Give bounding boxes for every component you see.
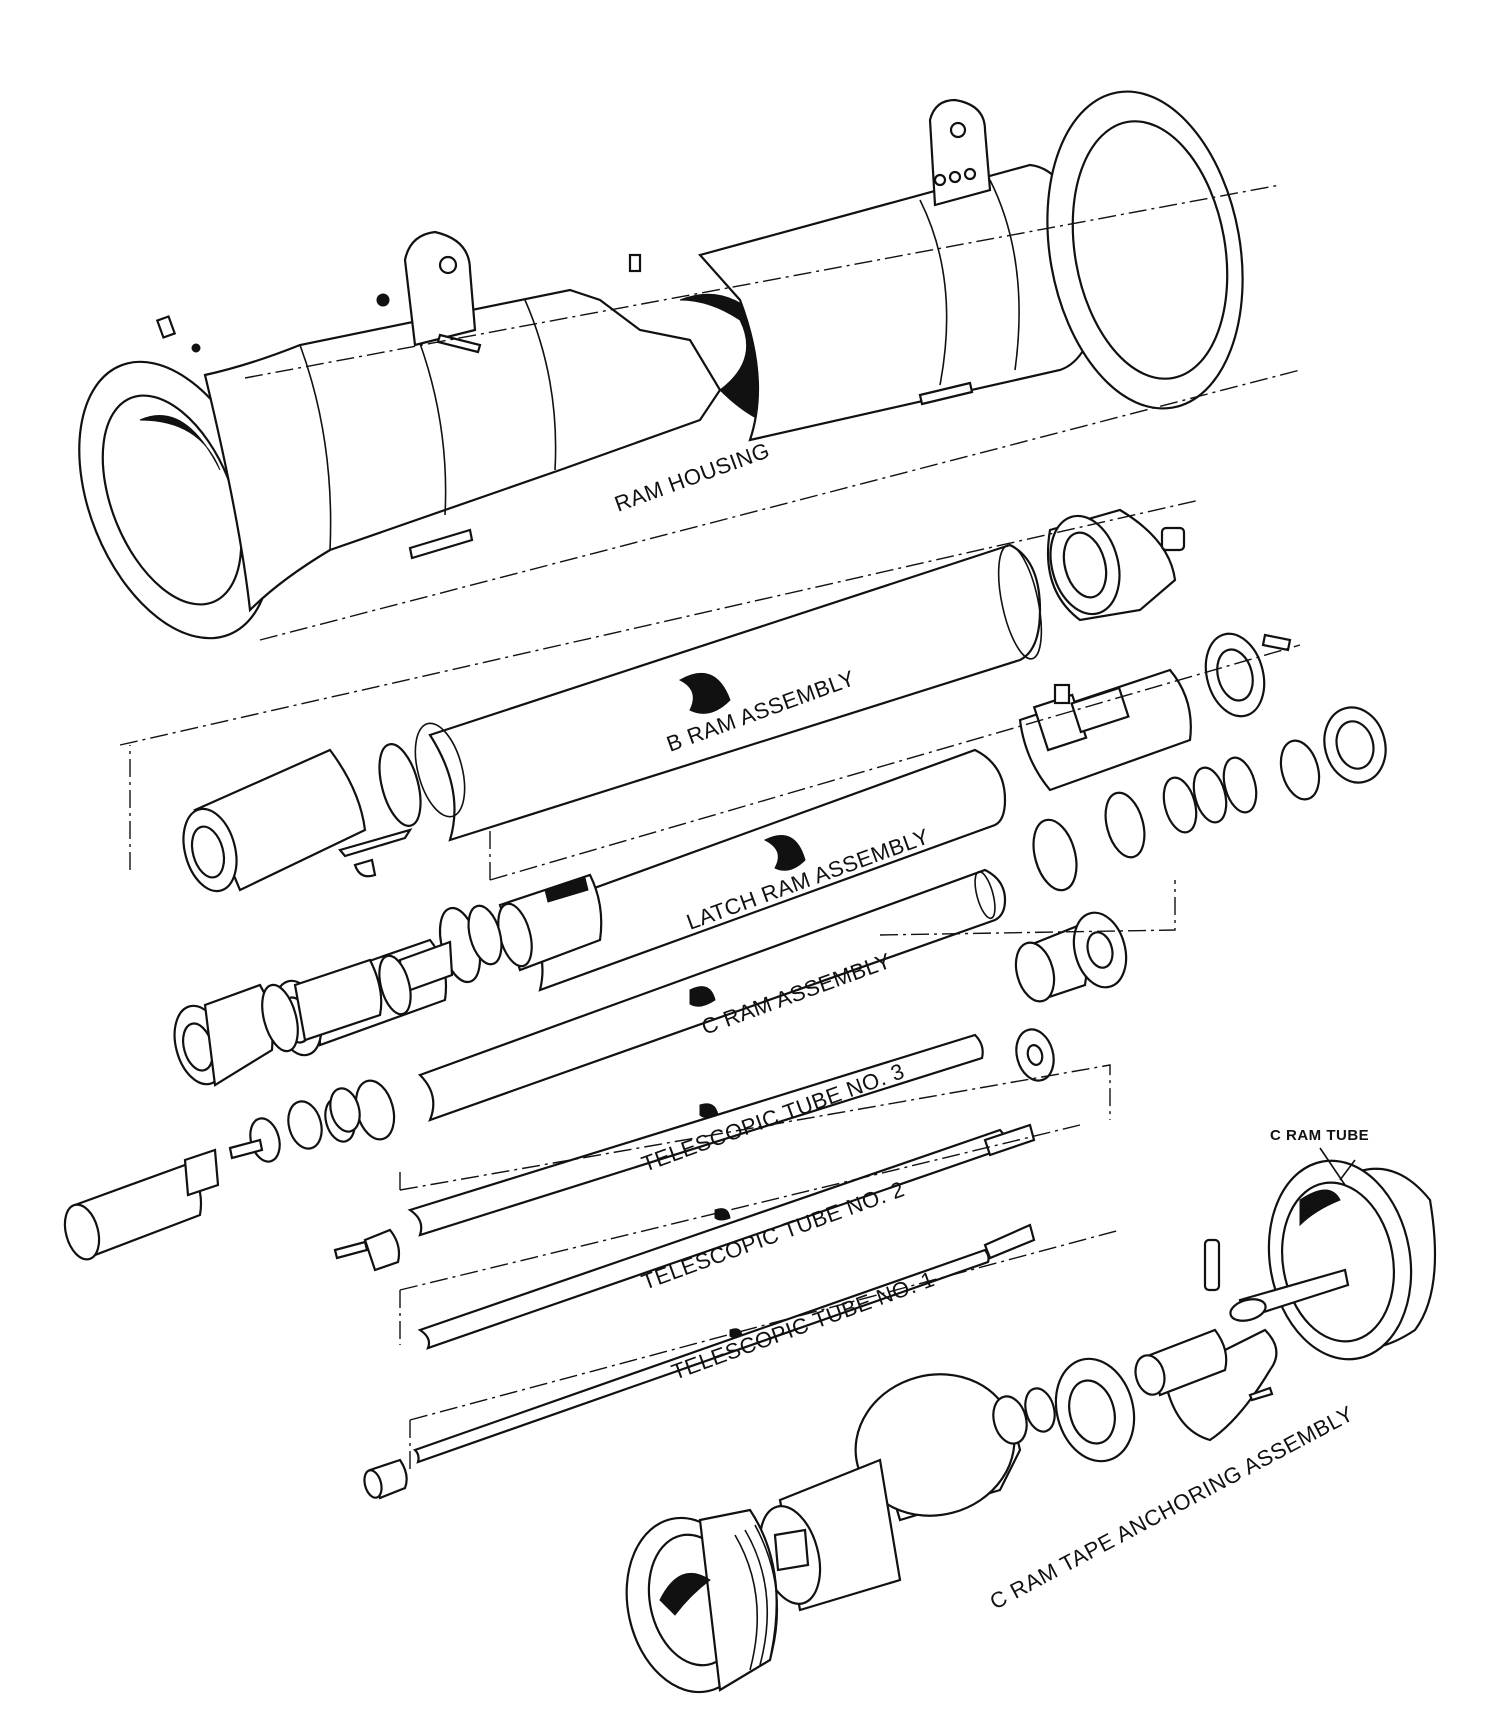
ram-housing (78, 90, 1244, 640)
c-ram-leader-line (879, 880, 1176, 936)
label-telescopic-tube-3: TELESCOPIC TUBE NO. 3 (638, 1058, 908, 1177)
c-ram-tube (1203, 1159, 1437, 1361)
tube2-leader-line (399, 1124, 1081, 1291)
telescopic-tube-2 (417, 1123, 1036, 1350)
c-ram-tube-pointer (1319, 1147, 1346, 1186)
housing-leader-line (244, 184, 1281, 379)
telescopic-tube-3 (63, 1028, 1055, 1272)
b-ram-assembly (182, 508, 1186, 893)
label-c-ram-tube: C RAM TUBE (1270, 1127, 1369, 1144)
latch-ram-assembly (273, 632, 1292, 1057)
label-ram-housing: RAM HOUSING (611, 437, 773, 516)
label-telescopic-tube-1: TELESCOPIC TUBE NO. 1 (668, 1266, 938, 1385)
label-telescopic-tube-2: TELESCOPIC TUBE NO. 2 (638, 1176, 908, 1295)
tube1-leader-line (409, 1229, 1121, 1421)
tube3-leader-line (399, 1064, 1111, 1191)
label-c-ram-tape-anchoring-assembly: C RAM TAPE ANCHORING ASSEMBLY (986, 1401, 1358, 1615)
housing-leader-line-lower (259, 369, 1301, 641)
latch-ram-leader-line (489, 644, 1301, 881)
b-ram-leader-line (119, 499, 1201, 746)
c-ram-assembly (173, 706, 1387, 1143)
c-ram-tape-anchoring-assembly (625, 1328, 1278, 1694)
